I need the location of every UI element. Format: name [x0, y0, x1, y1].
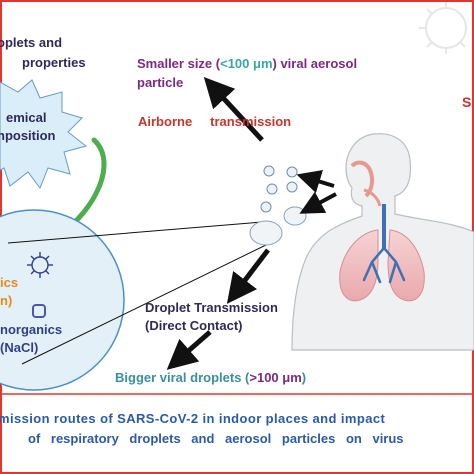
- virus-watermark-icon: [419, 2, 467, 54]
- caption-line1: mission routes of SARS-CoV-2 in indoor p…: [0, 411, 386, 426]
- droplet-transmission-label-line2: (Direct Contact): [145, 318, 243, 333]
- arrow-to-direct-contact: [226, 248, 270, 304]
- smaller-aerosol-suffix: ) viral aerosol: [272, 56, 358, 71]
- arrow-to-aerosol: [203, 76, 264, 142]
- nacl-crystal-icon: [32, 304, 46, 318]
- bigger-droplets-label: Bigger viral droplets (>100 μm): [115, 370, 306, 385]
- arrow-mouth-to-aerosol: [296, 170, 335, 193]
- organics-label-line1: ics: [0, 275, 19, 290]
- inorganics-label-line2: (NaCl): [0, 340, 39, 355]
- droplet-large: [249, 220, 283, 246]
- inorganics-label-line1: norganics: [0, 322, 63, 337]
- airborne-label: Airborne transmission: [138, 114, 291, 129]
- organics-label-line2: n): [0, 293, 13, 308]
- bigger-droplets-suffix: ): [301, 370, 307, 385]
- chemical-label-line1: emical: [6, 110, 47, 125]
- aerosol-particle-1: [263, 165, 275, 177]
- top-left-label-line2: properties: [22, 55, 86, 70]
- bigger-droplets-size: >100 μm: [249, 370, 302, 385]
- droplet-medium: [283, 206, 307, 226]
- aerosol-particle-3: [266, 183, 278, 195]
- smaller-aerosol-label-line1: Smaller size (<100 μm) viral aerosol: [137, 56, 357, 71]
- connector-line-top: [7, 221, 263, 244]
- smaller-aerosol-size: <100 μm: [220, 56, 273, 71]
- virus-icon: [27, 252, 53, 278]
- airborne-word: Airborne: [138, 114, 193, 129]
- aerosol-particle-5: [260, 201, 272, 213]
- connector-line-bottom: [21, 243, 269, 365]
- chemical-label-line2: nposition: [0, 128, 56, 143]
- arrow-mouth-to-droplet: [299, 191, 337, 214]
- lungs: [339, 229, 425, 302]
- arrow-to-bigger-droplets: [166, 330, 212, 370]
- smaller-aerosol-label-line2: particle: [137, 75, 184, 90]
- transmission-word: transmission: [210, 114, 292, 129]
- caption-line2: of respiratory droplets and aerosol part…: [28, 431, 404, 446]
- droplet-transmission-label-line1: Droplet Transmission: [145, 300, 278, 315]
- chemical-composition-burst: [0, 79, 88, 190]
- smaller-aerosol-prefix: Smaller size (: [137, 56, 221, 71]
- aerosol-particle-2: [286, 166, 298, 178]
- droplet-composition-circle: [0, 209, 125, 391]
- aerosol-particle-4: [286, 181, 298, 193]
- aerosol-particle-cluster: [260, 165, 298, 213]
- bigger-droplets-prefix: Bigger viral droplets (: [115, 370, 250, 385]
- top-left-label-line1: oplets and: [0, 35, 63, 50]
- trachea: [382, 204, 386, 250]
- right-edge-letter: S: [462, 94, 472, 110]
